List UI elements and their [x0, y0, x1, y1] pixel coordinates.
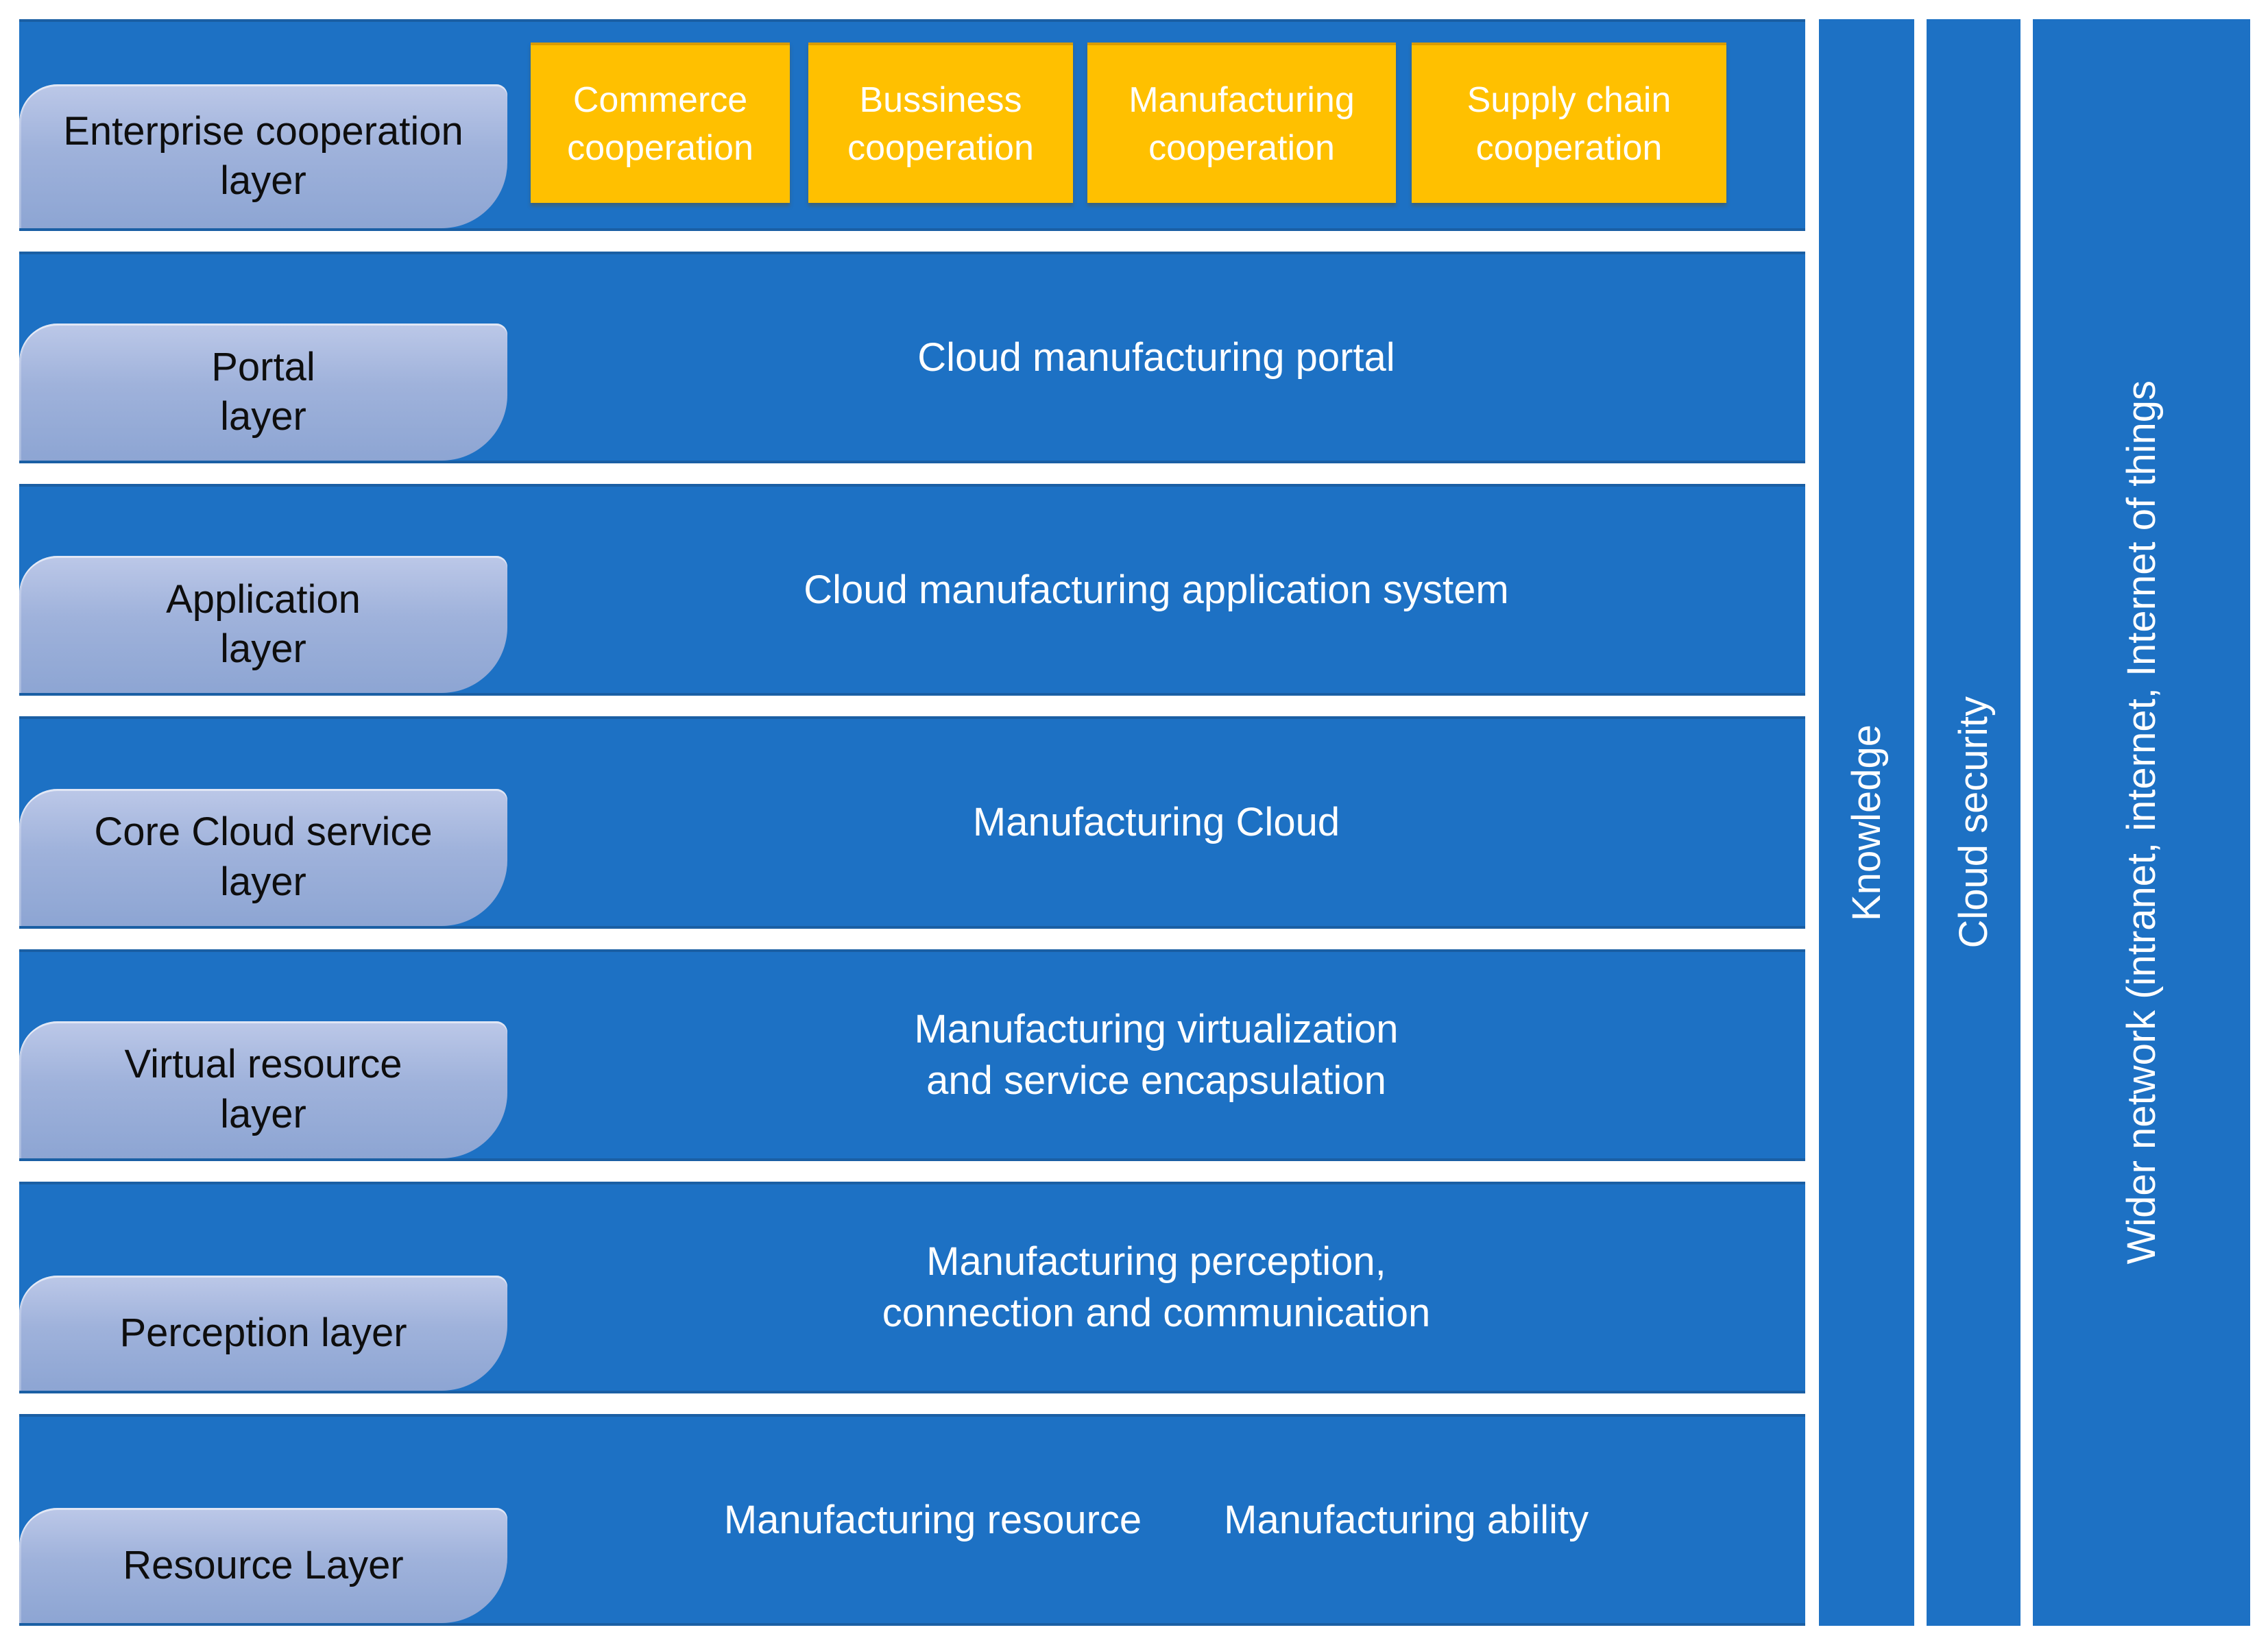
layer-row-enterprise-cooperation: Commerce cooperation Bussiness cooperati…: [19, 19, 1805, 232]
row-content-virtual-resource: Manufacturing virtualization and service…: [914, 1006, 1399, 1104]
cooperation-box-commerce: Commerce cooperation: [531, 42, 790, 203]
layer-label-core-cloud-service: Core Cloud service layer: [19, 788, 507, 926]
side-bar-wider-network-label: Wider network (intranet, internet, Inter…: [2119, 380, 2164, 1265]
layer-label-enterprise-cooperation: Enterprise cooperation layer: [19, 84, 507, 229]
layer-row-core-cloud-service: Manufacturing Cloud Core Cloud service l…: [19, 716, 1805, 929]
side-bar-knowledge-label: Knowledge: [1844, 724, 1889, 921]
layer-row-application: Cloud manufacturing application system A…: [19, 484, 1805, 696]
row-content-application: Cloud manufacturing application system: [804, 568, 1509, 613]
cooperation-box-manufacturing: Manufacturing cooperation: [1087, 42, 1396, 203]
resource-text-manufacturing-resource: Manufacturing resource: [723, 1497, 1142, 1542]
row-content-resource: Manufacturing resource Manufacturing abi…: [507, 1417, 1805, 1623]
row-content-core-cloud-service: Manufacturing Cloud: [972, 800, 1340, 845]
layer-label-virtual-resource: Virtual resource layer: [19, 1021, 507, 1158]
side-bar-cloud-security-label: Cloud security: [1951, 696, 1996, 949]
layer-label-perception: Perception layer: [19, 1275, 507, 1391]
cooperation-box-supply-chain: Supply chain cooperation: [1412, 42, 1726, 203]
layer-row-portal: Cloud manufacturing portal Portal layer: [19, 252, 1805, 464]
layer-label-resource: Resource Layer: [19, 1507, 507, 1623]
side-bar-knowledge: Knowledge: [1819, 19, 1914, 1626]
side-bar-cloud-security: Cloud security: [1927, 19, 2020, 1626]
side-bar-wider-network: Wider network (intranet, internet, Inter…: [2033, 19, 2250, 1626]
row-content-perception: Manufacturing perception, connection and…: [882, 1239, 1431, 1336]
layer-label-portal: Portal layer: [19, 324, 507, 461]
layer-label-application: Application layer: [19, 556, 507, 694]
layer-row-perception: Manufacturing perception, connection and…: [19, 1181, 1805, 1393]
layer-row-resource: Manufacturing resource Manufacturing abi…: [19, 1413, 1805, 1626]
resource-text-manufacturing-ability: Manufacturing ability: [1224, 1497, 1589, 1542]
layer-row-virtual-resource: Manufacturing virtualization and service…: [19, 949, 1805, 1161]
cooperation-box-bussiness: Bussiness cooperation: [808, 42, 1073, 203]
layer-rows-container: Commerce cooperation Bussiness cooperati…: [19, 19, 1805, 1626]
row-content-portal: Cloud manufacturing portal: [917, 335, 1395, 380]
